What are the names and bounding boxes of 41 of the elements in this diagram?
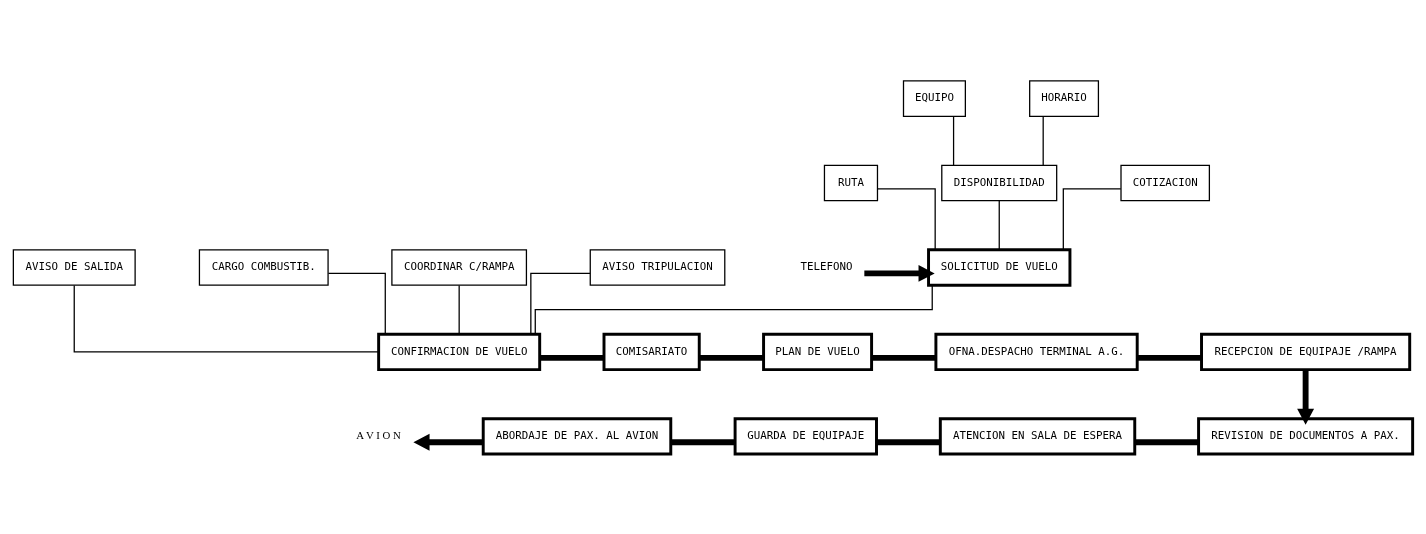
connector <box>530 272 591 335</box>
node-box: OFNA.DESPACHO TERMINAL A.G. <box>934 332 1139 371</box>
node-box: HORARIO <box>1029 79 1100 117</box>
node-box: ABORDAJE DE PAX. AL AVION <box>481 416 673 456</box>
connector <box>876 187 936 250</box>
connector <box>534 284 933 334</box>
node-box: DISPONIBILIDAD <box>941 164 1058 201</box>
connector <box>998 199 1000 250</box>
node-box: CARGO COMBUSTIB. <box>198 248 329 286</box>
node-box: PLAN DE VUELO <box>762 332 874 371</box>
connector <box>327 272 386 335</box>
node-box: GUARDA DE EQUIPAJE <box>733 416 878 456</box>
arrow <box>1297 369 1315 425</box>
connector <box>876 438 941 445</box>
node-box: ATENCION EN SALA DE ESPERA <box>938 416 1137 456</box>
node-box: AVISO DE SALIDA <box>12 248 136 286</box>
connector <box>671 438 735 445</box>
connector <box>1135 438 1199 445</box>
arrow <box>413 433 484 451</box>
connector <box>1062 187 1122 250</box>
node-box: RUTA <box>823 164 879 201</box>
connector <box>1137 354 1202 361</box>
node-box: REVISION DE DOCUMENTOS A PAX. <box>1197 416 1415 456</box>
node-box: CONFIRMACION DE VUELO <box>377 332 542 371</box>
arrow <box>864 264 935 282</box>
connector <box>952 115 955 166</box>
node-box: RECEPCION DE EQUIPAJE /RAMPA <box>1200 332 1412 371</box>
connector <box>539 354 604 361</box>
connector <box>871 354 936 361</box>
node-text: A V I O N <box>356 428 401 441</box>
node-box: AVISO TRIPULACION <box>589 248 726 286</box>
connector <box>1042 115 1044 166</box>
node-box: COTIZACION <box>1120 164 1211 201</box>
node-box: COMISARIATO <box>602 332 701 371</box>
node-text: TELEFONO <box>800 259 853 273</box>
connector <box>73 284 380 353</box>
connector <box>458 284 460 335</box>
connector <box>699 354 764 361</box>
node-box: EQUIPO <box>902 79 966 117</box>
node-box: COORDINAR C/RAMPA <box>391 248 528 286</box>
node-box: SOLICITUD DE VUELO <box>927 247 1072 287</box>
